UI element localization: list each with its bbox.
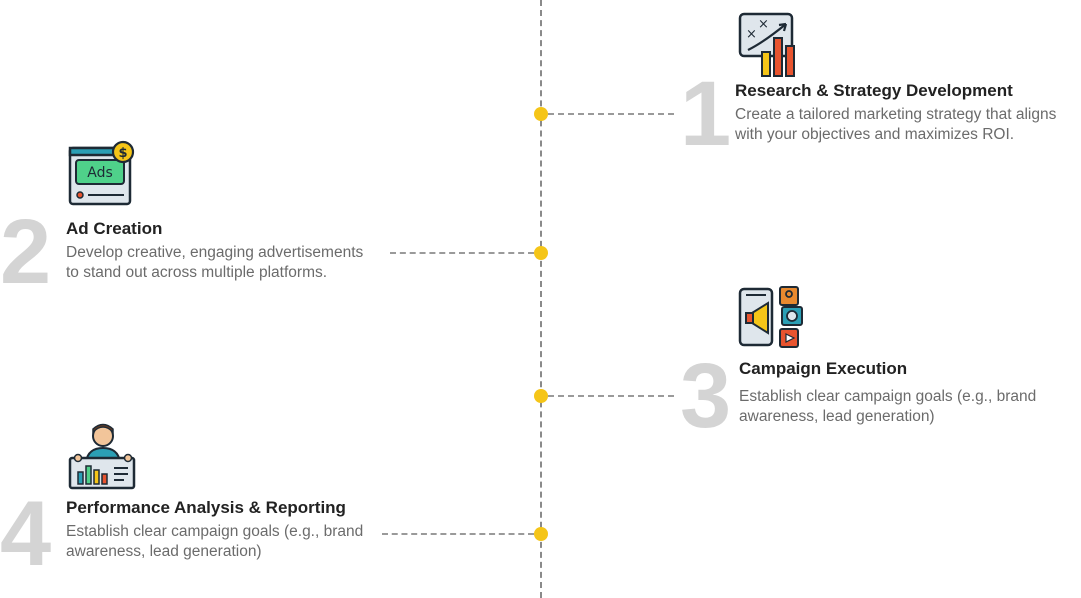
svg-text:$: $ xyxy=(118,146,127,161)
step-title-1: Research & Strategy Development xyxy=(735,81,1013,100)
svg-text:×: × xyxy=(758,17,769,32)
megaphone-social-icon xyxy=(738,286,803,348)
step-description-4: Establish clear campaign goals (e.g., br… xyxy=(66,523,364,560)
timeline-axis xyxy=(540,0,542,598)
ads-monitor-icon: Ads $ xyxy=(68,140,135,206)
strategy-chart-icon: × × xyxy=(738,12,795,77)
step-title-4: Performance Analysis & Reporting xyxy=(66,498,346,517)
timeline-dot-2 xyxy=(534,246,548,260)
step-title-3: Campaign Execution xyxy=(739,359,908,378)
step-description-3: Establish clear campaign goals (e.g., br… xyxy=(739,388,1037,425)
step-number-2: 2 xyxy=(0,201,52,303)
analyst-presentation-icon xyxy=(68,423,136,490)
step-description-2: Develop creative, engaging advertisement… xyxy=(66,244,364,281)
step-number-1: 1 xyxy=(680,63,732,165)
step-number-3: 3 xyxy=(680,345,732,447)
timeline-dot-4 xyxy=(534,527,548,541)
timeline-dot-3 xyxy=(534,389,548,403)
connector-3 xyxy=(548,395,674,397)
connector-2 xyxy=(390,252,534,254)
connector-4 xyxy=(382,533,534,535)
svg-text:Ads: Ads xyxy=(87,165,113,181)
step-description-1: Create a tailored marketing strategy tha… xyxy=(735,106,1057,143)
connector-1 xyxy=(548,113,674,115)
step-number-4: 4 xyxy=(0,483,52,585)
svg-text:×: × xyxy=(746,27,757,42)
step-title-2: Ad Creation xyxy=(66,219,163,238)
timeline-dot-1 xyxy=(534,107,548,121)
